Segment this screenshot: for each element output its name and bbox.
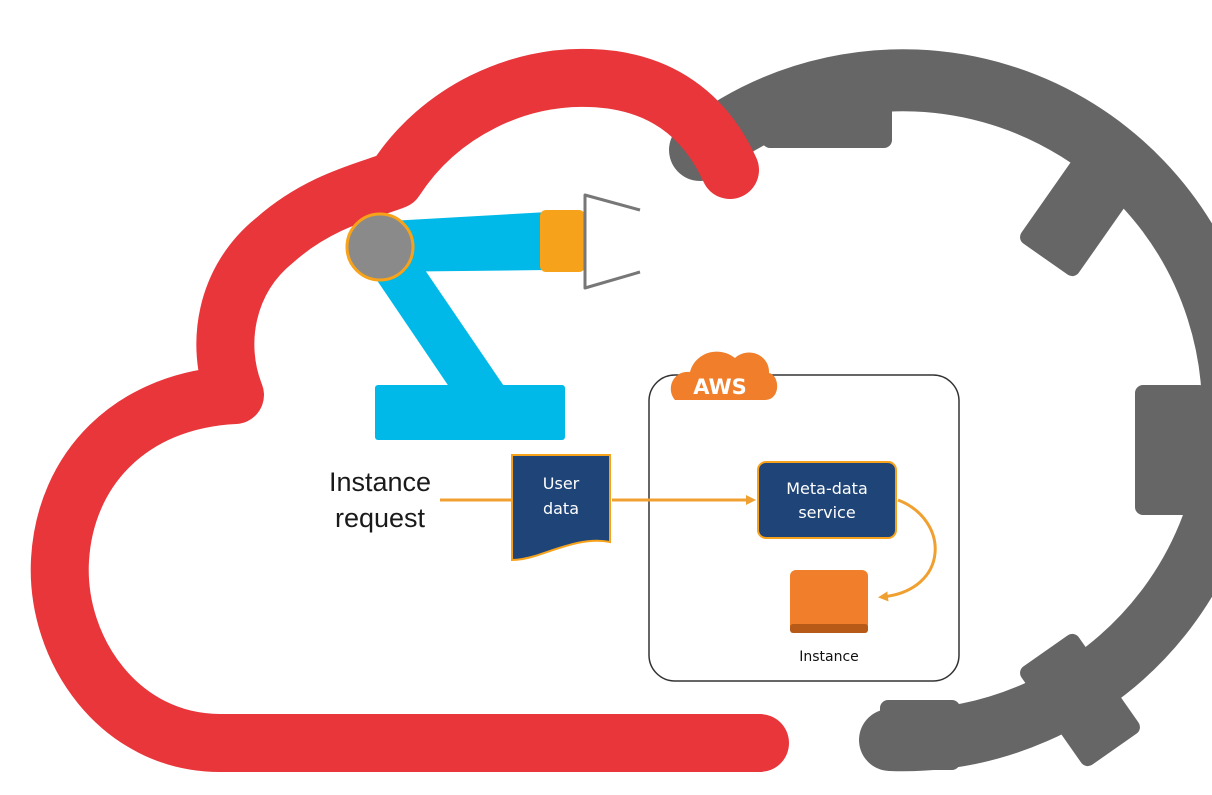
robotic-arm-icon	[345, 193, 641, 440]
metadata-to-instance-arrow	[878, 498, 937, 602]
cloud-icon	[30, 48, 789, 772]
user-data-label-line2: data	[543, 499, 579, 518]
instance-icon	[790, 570, 868, 633]
metadata-label-line2: service	[798, 503, 855, 522]
gear-icon	[669, 49, 1212, 772]
instance-request-label-line1: Instance	[329, 467, 431, 497]
metadata-service-box: Meta-data service	[757, 461, 897, 539]
aws-cloud-icon: AWS	[670, 351, 778, 400]
aws-badge-label: AWS	[693, 375, 747, 399]
user-data-document: User data	[511, 454, 611, 562]
instance-request-label-line2: request	[335, 503, 426, 533]
user-data-label-line1: User	[543, 474, 580, 493]
instance-label: Instance	[799, 649, 859, 665]
metadata-label-line1: Meta-data	[786, 479, 868, 498]
